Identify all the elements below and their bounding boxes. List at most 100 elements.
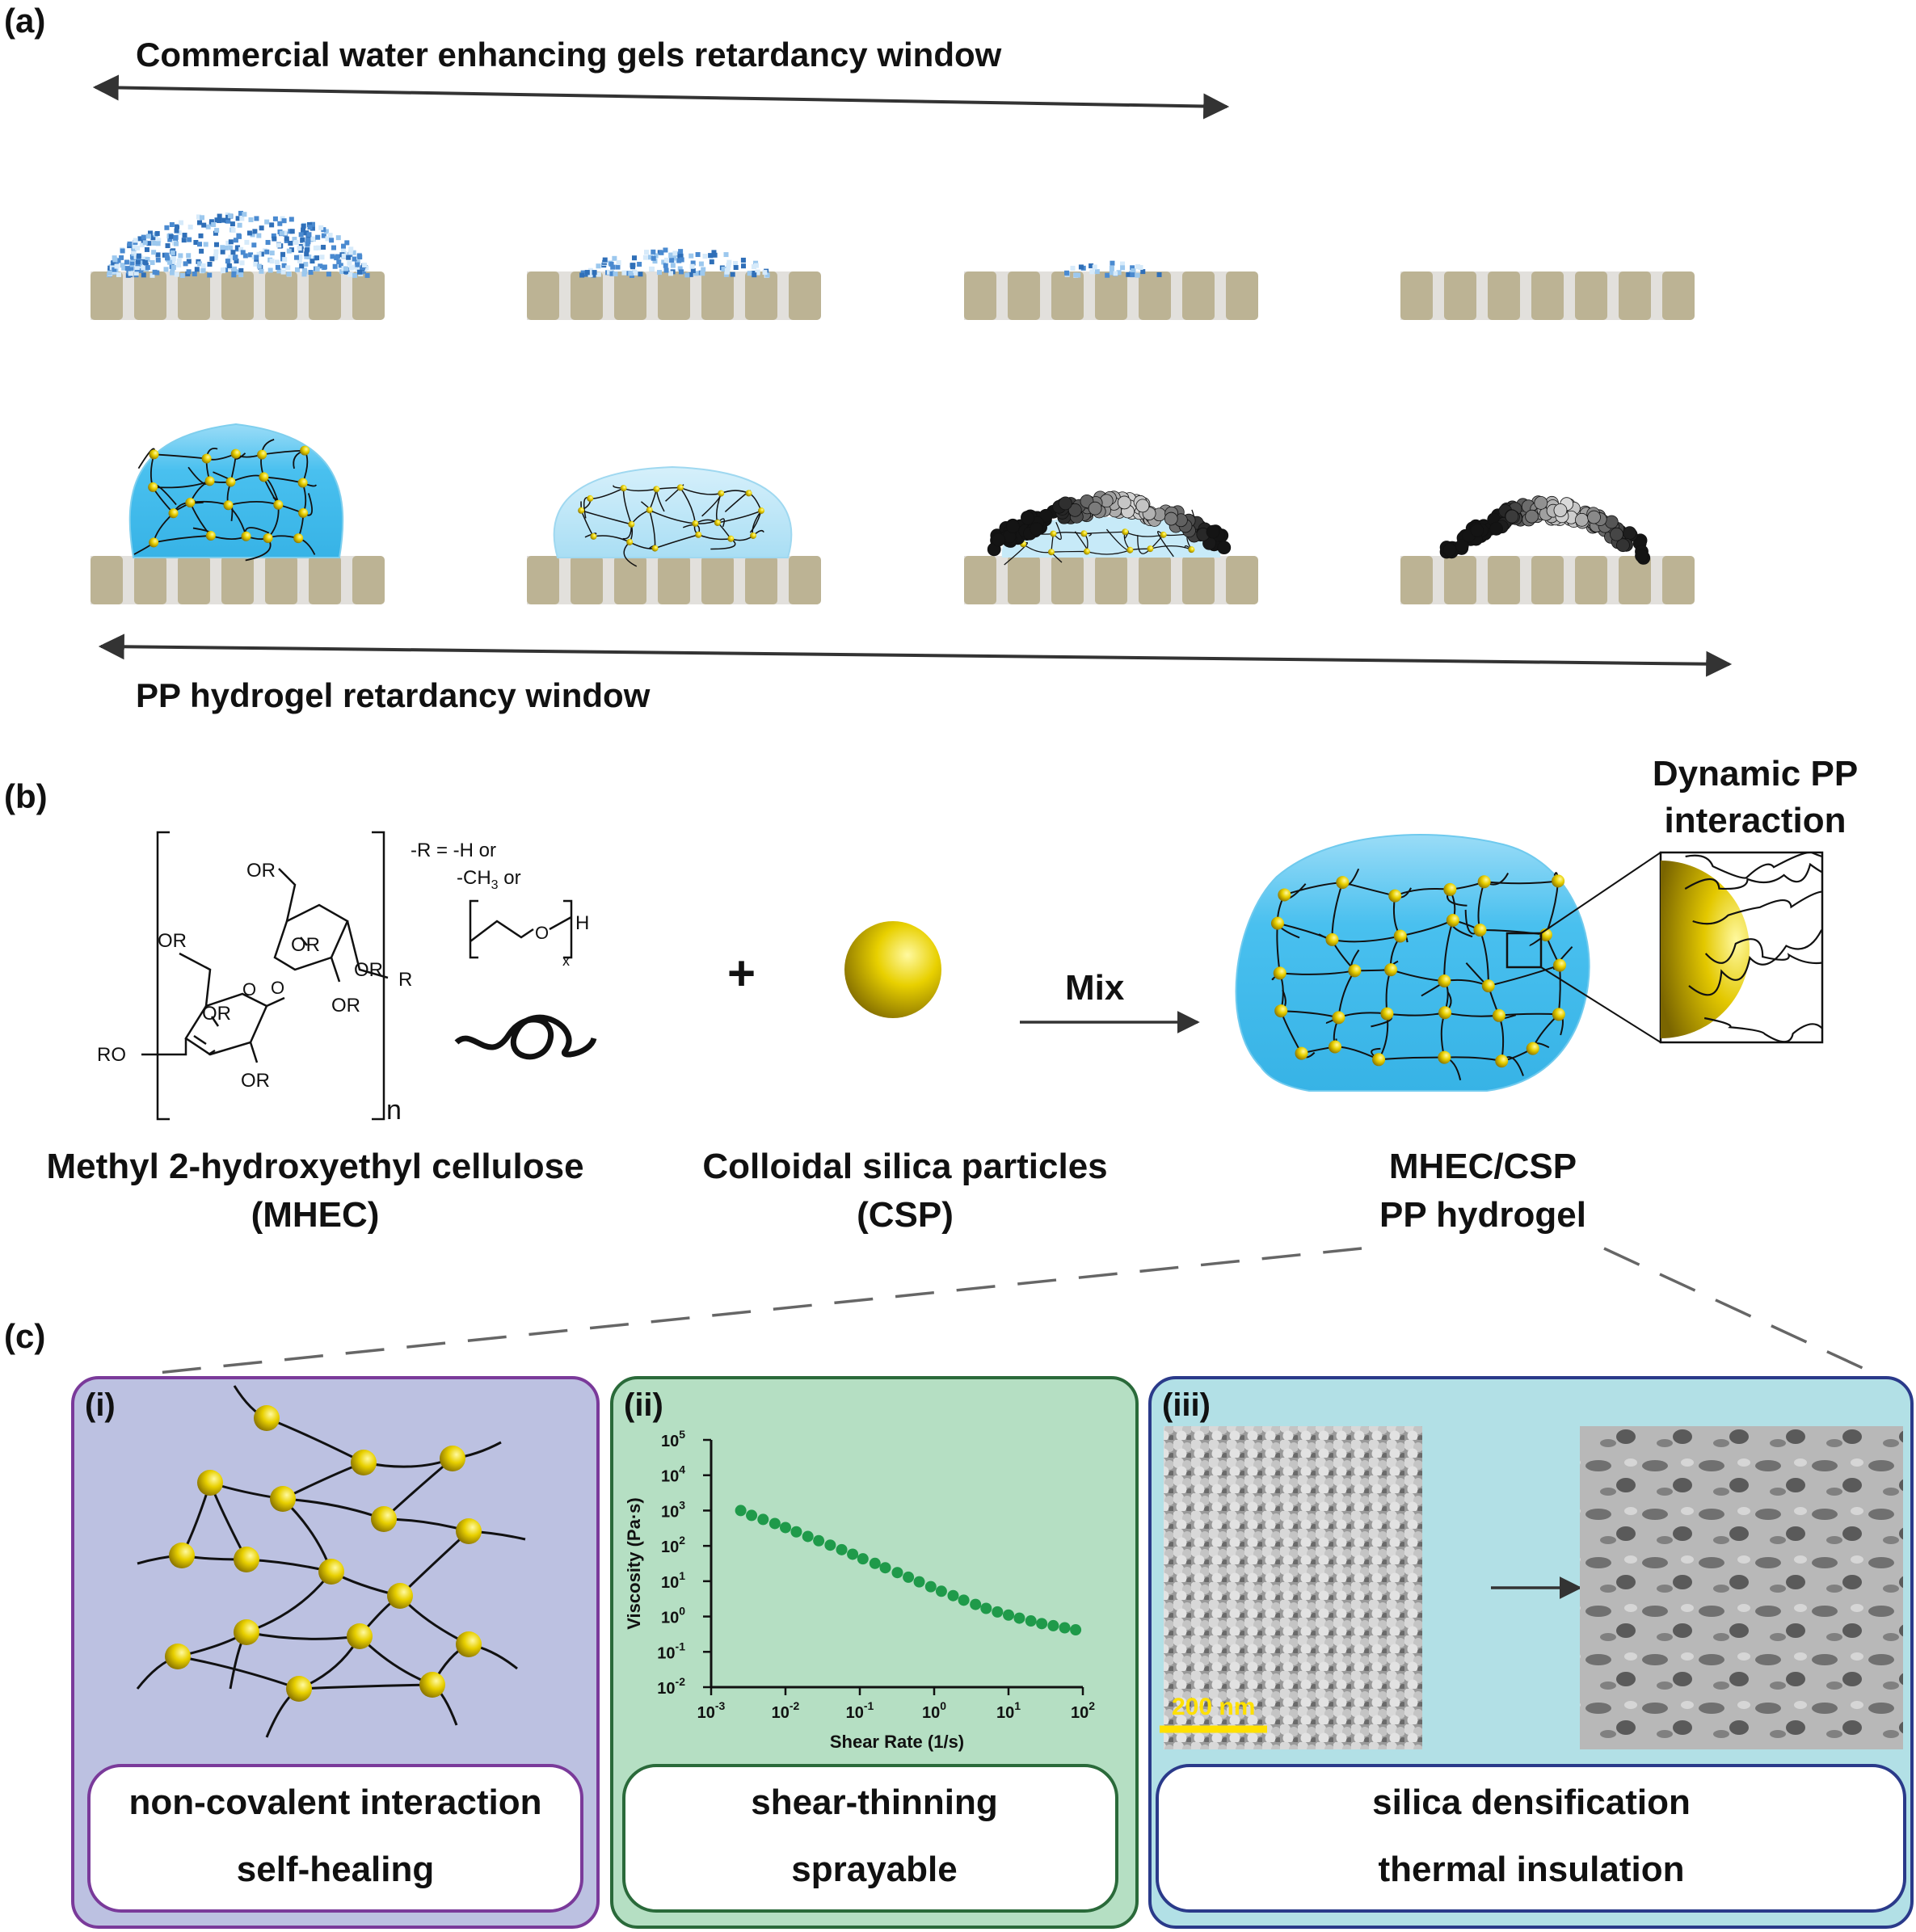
silica-node [1553,958,1567,972]
sem-image-after [1580,1426,1903,1749]
silica-node [1552,874,1565,888]
silica-node [1295,1046,1308,1060]
x-tick-label: 101 [996,1699,1021,1722]
silica-node [371,1506,397,1532]
silica-node [230,448,241,459]
silica-node [676,484,684,491]
silica-node [273,499,284,510]
silica-node [456,1631,482,1657]
svg-text:OR: OR [202,1003,231,1025]
dynamic-pp-zoom [1505,851,1824,1044]
silica-node [653,486,660,493]
svg-text:O: O [242,979,256,1000]
polymer-chain-icon [454,1014,597,1060]
data-point [1036,1618,1048,1630]
csp-abbr: (CSP) [857,1195,954,1235]
data-point [847,1548,859,1560]
pp-hydrogel-residual [1001,517,1221,558]
svg-text:OR: OR [158,930,187,952]
commercial-gel-mound [1064,260,1162,278]
commercial-gel-mound [107,210,370,278]
silica-node [300,445,310,456]
panel-c-ii-caption-box [622,1764,1118,1913]
svg-text:OR: OR [246,860,276,882]
panel-c-ii-label: (ii) [624,1387,663,1423]
silica-node [351,1450,377,1475]
panel-c-iii-caption-box [1156,1764,1906,1913]
zoom-line-left [149,1247,1362,1375]
silica-node [1348,964,1362,978]
svg-text:O: O [535,923,549,943]
x-tick-label: 100 [922,1699,946,1722]
x-axis-label: Shear Rate (1/s) [830,1732,964,1752]
zoom-line-right [1603,1247,1876,1375]
data-point [746,1509,758,1522]
silica-node [651,545,659,552]
svg-text:OR: OR [354,959,383,981]
mhec-labels: OR OR OR OR OR OR OR RO R O O n [97,860,412,1126]
y-tick-label: 101 [661,1569,685,1592]
pp-hydrogel-full [128,423,344,558]
silica-node [1273,966,1286,980]
panel-c-ii-line2: sprayable [791,1850,957,1889]
silica-node [234,1619,259,1645]
silica-node [1329,1040,1342,1054]
data-point [813,1534,825,1547]
x-tick-label: 102 [1071,1699,1095,1722]
data-point [857,1553,869,1565]
silica-node [440,1446,465,1471]
panel-c-iii-label: (iii) [1162,1387,1211,1423]
sem-image-before [1164,1426,1422,1749]
svg-text:O: O [271,978,284,998]
silica-node [1274,1004,1288,1018]
silica-node [263,532,273,543]
silica-node [185,498,196,508]
silica-node [757,507,764,515]
substrate-block [964,271,1258,320]
x-tick-label: 10-3 [697,1699,726,1722]
data-point [780,1522,791,1534]
silica-node [620,485,627,492]
svg-text:R: R [398,969,412,991]
data-point [891,1567,903,1579]
svg-text:OR: OR [241,1070,270,1092]
silica-node [149,537,159,548]
pp-hydrogel-drying [553,465,793,558]
silica-node [1552,1008,1565,1021]
r-group-definition: -R = -H or -CH3 or O H x [411,840,597,1060]
y-tick-label: 103 [661,1498,685,1521]
substrate-block [1400,556,1695,604]
svg-text:H: H [575,912,589,934]
silica-node [257,449,267,460]
mix-label: Mix [1065,968,1125,1008]
data-point [735,1505,747,1517]
mhec-abbr: (MHEC) [251,1195,380,1235]
silica-node [148,482,158,492]
char-layer [1439,495,1651,565]
hydrogel-name: MHEC/CSP [1389,1147,1577,1186]
silica-node [419,1672,445,1698]
silica-node [718,490,725,497]
substrate-block [964,556,1258,604]
silica-node [1473,924,1487,937]
svg-text:x: x [562,953,570,969]
silica-node [197,1470,223,1496]
data-point [1003,1609,1014,1621]
data-point [836,1543,848,1555]
silica-node [1372,1053,1386,1067]
substrate-block [527,271,821,320]
commercial-window-arrow [92,74,1230,120]
panel-c-ii-line1: shear-thinning [751,1783,998,1822]
panel-c-i-line2: self-healing [237,1850,435,1889]
panel-c-i-label: (i) [85,1387,116,1423]
data-point [913,1576,925,1588]
panel-a-label: (a) [4,2,45,40]
panel-c-i-caption-box [87,1764,583,1913]
dynamic-pp-title-1: Dynamic PP [1653,754,1858,793]
silica-node [727,535,735,542]
data-point [958,1594,970,1606]
silica-node [714,519,721,526]
data-point [802,1530,814,1543]
silica-node [1278,888,1291,902]
silica-node [286,1676,312,1702]
